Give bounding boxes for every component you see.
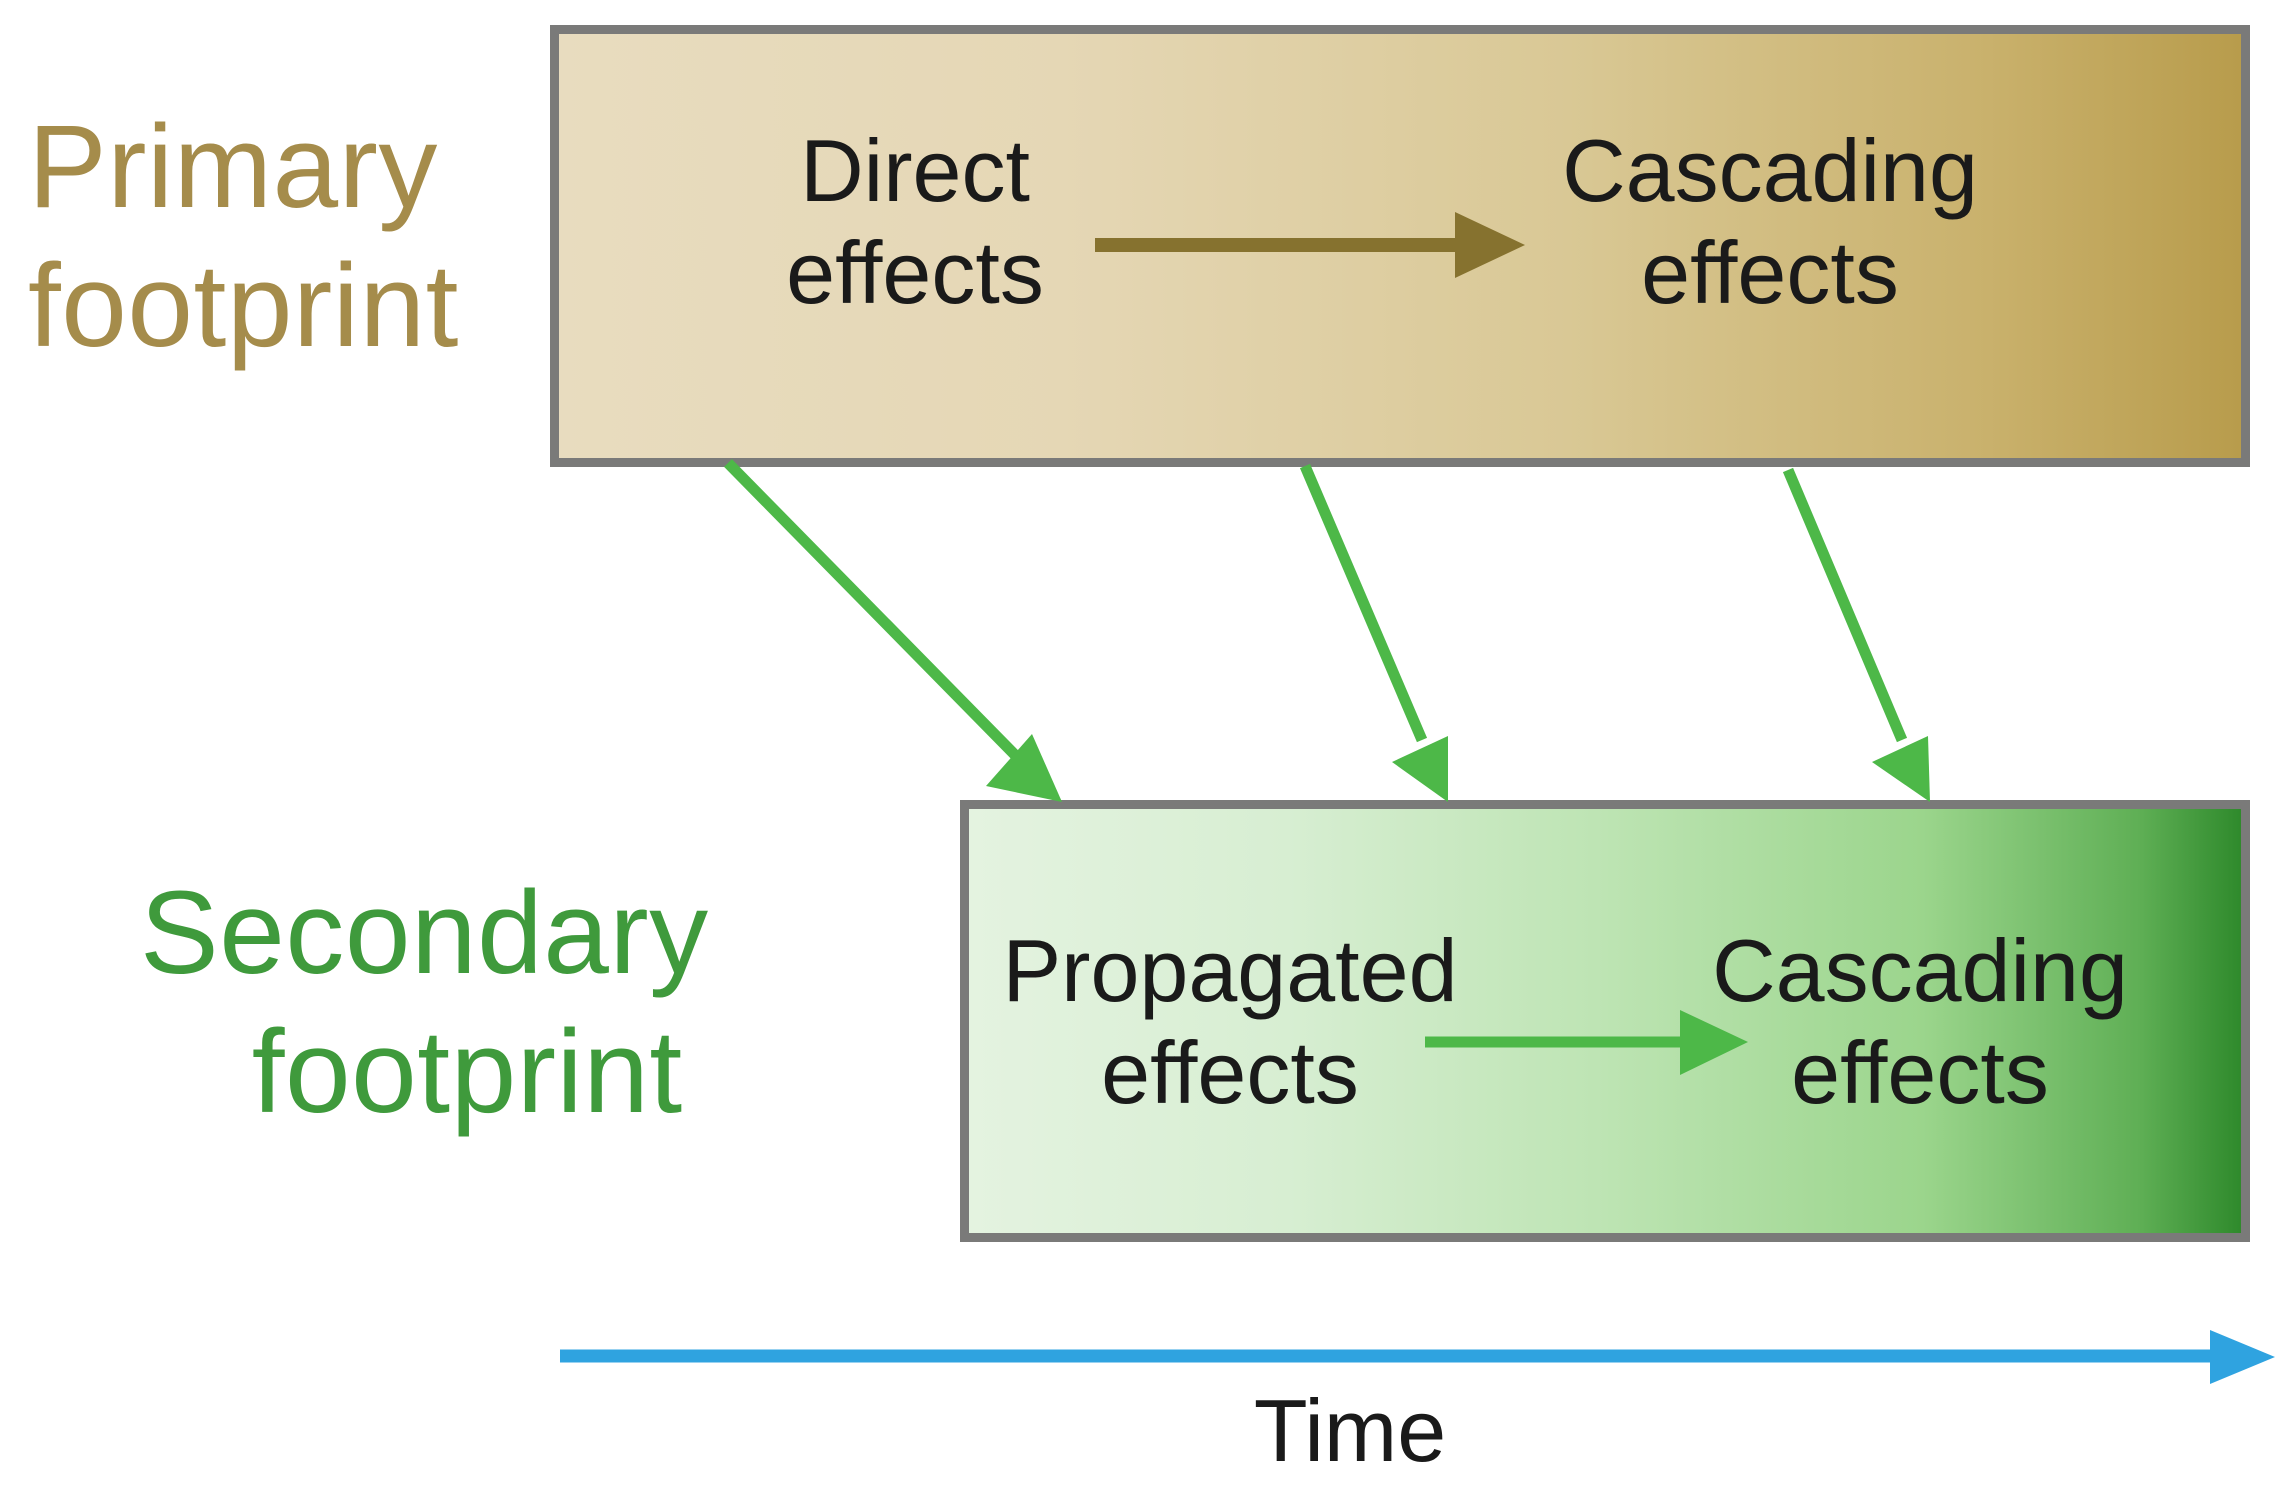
primary-footprint-label: Primary footprint [28, 98, 459, 376]
secondary-cascading-line2: effects [1791, 1023, 2049, 1123]
time-axis-arrowhead [2210, 1330, 2275, 1384]
primary-cascading-line1: Cascading [1562, 121, 1978, 220]
propagated-effects-line2: effects [1101, 1023, 1359, 1123]
secondary-footprint-box [960, 800, 2250, 1242]
direct-effects-line2: effects [786, 223, 1044, 323]
secondary-flow-arrowhead [1680, 1010, 1748, 1075]
secondary-footprint-label: Secondary footprint [140, 864, 709, 1142]
time-axis-label: Time [1253, 1381, 1447, 1480]
secondary-cascading-effects-label: Cascading effects [1670, 920, 2170, 1124]
direct-effects-label: Direct effects [745, 120, 1085, 324]
propagated-effects-label: Propagated effects [990, 920, 1470, 1124]
propagated-effects-line1: Propagated [1002, 921, 1458, 1020]
secondary-footprint-label-line2: footprint [251, 1006, 683, 1139]
cross-footprint-arrow-1-shaft [724, 459, 1022, 762]
secondary-footprint-label-line1: Secondary [140, 867, 709, 999]
direct-effects-line1: Direct [800, 121, 1030, 220]
secondary-flow-arrow [1425, 1010, 1748, 1075]
cross-footprint-arrow-1 [724, 459, 1062, 802]
secondary-cascading-line1: Cascading [1712, 921, 2128, 1020]
primary-flow-arrowhead [1455, 212, 1525, 278]
cross-footprint-arrow-1-head [986, 734, 1062, 802]
primary-footprint-label-line2: footprint [28, 240, 459, 373]
primary-flow-arrow [1095, 212, 1525, 278]
cross-footprint-arrow-2 [1299, 463, 1448, 802]
time-axis-arrow [560, 1330, 2275, 1384]
cross-footprint-arrow-3 [1782, 467, 1930, 802]
cross-footprint-arrow-3-shaft [1782, 467, 1908, 743]
cross-footprint-arrow-2-head [1392, 736, 1448, 802]
cross-footprint-arrow-3-head [1872, 736, 1930, 802]
primary-cascading-line2: effects [1641, 223, 1899, 323]
primary-cascading-effects-label: Cascading effects [1520, 120, 2020, 324]
cross-footprint-arrow-2-shaft [1299, 463, 1428, 743]
primary-footprint-label-line1: Primary [28, 101, 438, 233]
